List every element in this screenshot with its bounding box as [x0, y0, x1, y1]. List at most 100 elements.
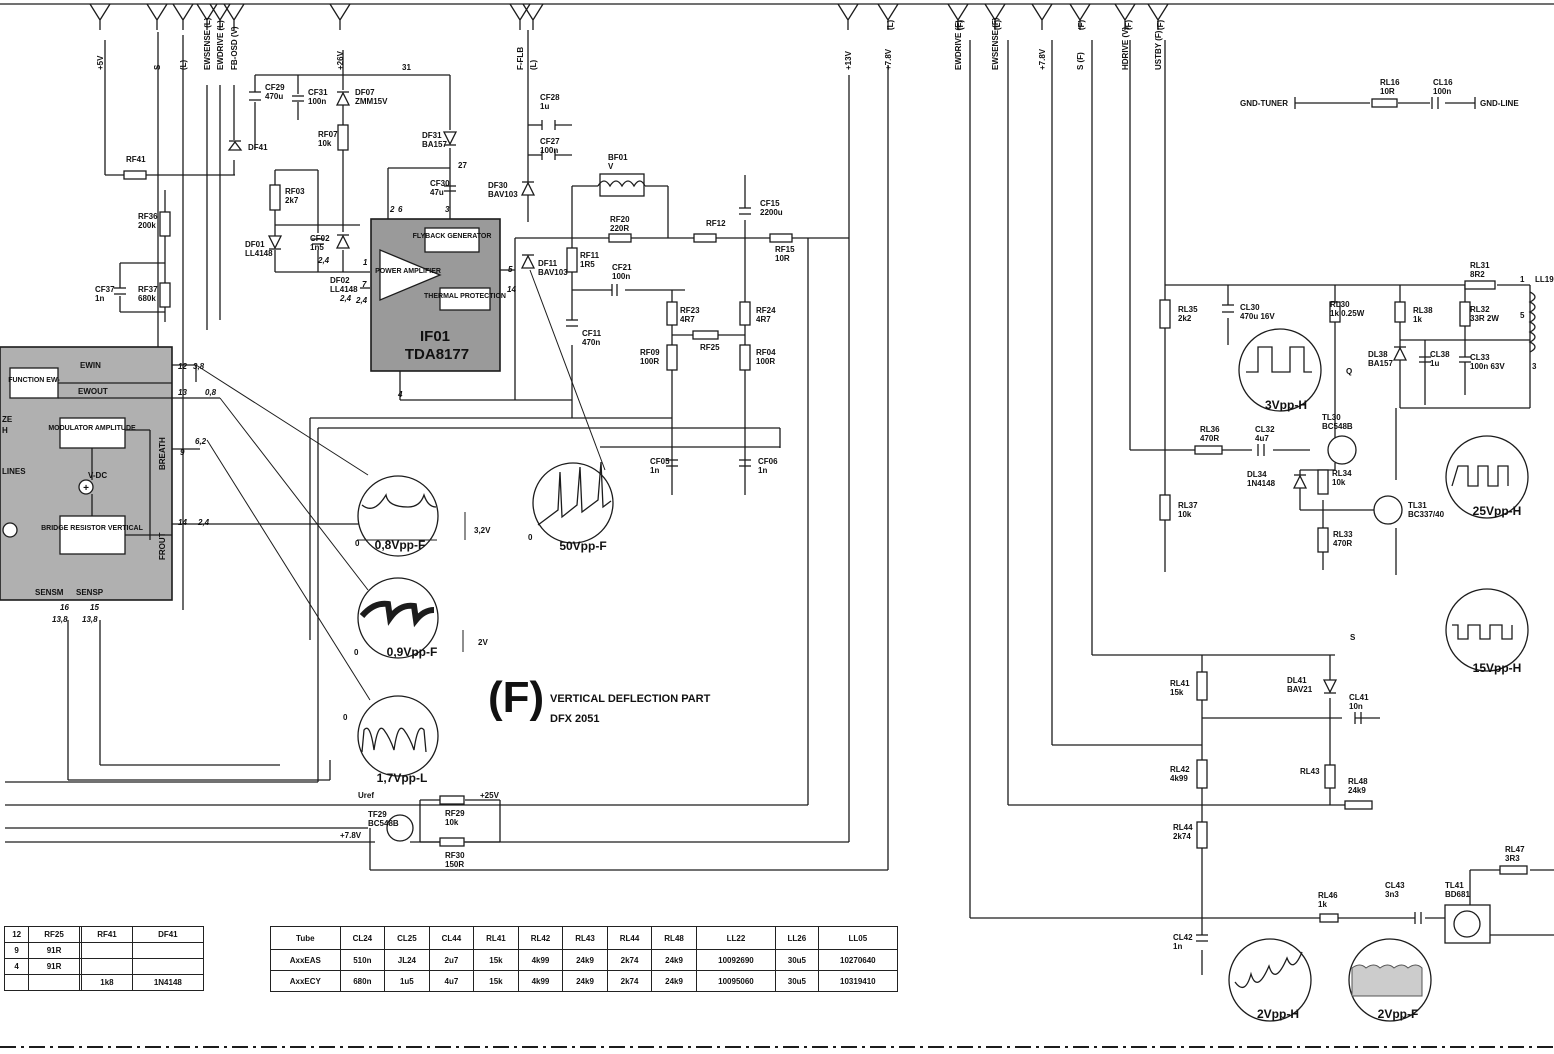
table-cell: 30u5 [775, 970, 819, 992]
component-ref: CF31 [308, 88, 328, 97]
component-ref: TL31 [1408, 501, 1427, 510]
component-ref: LL19 [1535, 275, 1554, 284]
net-label: 27 [458, 161, 467, 170]
table-cell: 4k99 [517, 970, 564, 992]
component-ref: RL30 [1330, 300, 1350, 309]
table-cell: 91R [28, 958, 80, 975]
table-header-cell: Tube [270, 926, 341, 950]
component-value: 100R [756, 357, 775, 366]
connector-tap [837, 3, 859, 30]
component-ref: RF36 [138, 212, 158, 221]
component-ref: DL38 [1368, 350, 1388, 359]
component-value: 1k [1413, 315, 1422, 324]
table-cell: RF25 [28, 926, 80, 943]
connector-label: USTBY (F) [1154, 30, 1163, 70]
component-value: 24k9 [1348, 786, 1366, 795]
connector-label: EWSENSE (F) [991, 17, 1000, 70]
connector-tap [1114, 3, 1136, 30]
component-ref: TL30 [1322, 413, 1341, 422]
connector-label: (F) [1124, 19, 1133, 30]
component-ref: RL42 [1170, 765, 1190, 774]
component-ref: RF15 [775, 245, 795, 254]
component-value: 100n [612, 272, 630, 281]
component-ref: RL41 [1170, 679, 1190, 688]
component-ref: RF12 [706, 219, 726, 228]
table-cell: DF41 [131, 926, 205, 943]
connector-label: S (F) [1076, 52, 1085, 70]
connector-label: EWSENSE (L) [203, 17, 212, 70]
table-cell: 4 [3, 958, 30, 975]
table-cell: RF41 [81, 926, 133, 943]
table-header-cell: CL44 [428, 926, 475, 950]
component-ref: CF29 [265, 83, 285, 92]
component-ref: RL36 [1200, 425, 1220, 434]
waveform-zero: 0 [343, 713, 348, 722]
connector-label: +7.8V [884, 48, 893, 70]
net-label: 2,4 [317, 256, 330, 265]
waveform-label: 0,9Vpp-F [387, 645, 438, 659]
component-ref: CL32 [1255, 425, 1275, 434]
component-value: 10k [318, 139, 332, 148]
table-cell: 1N4148 [131, 974, 205, 991]
component-ref: RF09 [640, 348, 660, 357]
component-value: 1n [758, 466, 767, 475]
component-ref: RF23 [680, 306, 700, 315]
table-header-cell: LL05 [817, 926, 899, 950]
net-label: Q [1346, 367, 1352, 376]
osc-circle [532, 462, 614, 544]
connector-label: +26V [336, 50, 345, 70]
ic-block-thermal: THERMAL PROTECTION [424, 293, 506, 300]
table-header-cell: RL48 [651, 926, 697, 950]
component-ref: CL16 [1433, 78, 1453, 87]
component-ref: CF30 [430, 179, 450, 188]
component-value: V [608, 162, 614, 171]
net-label: +7.8V [340, 831, 362, 840]
component-ref: RF41 [126, 155, 146, 164]
connector-tap [522, 3, 544, 30]
osc-circle [357, 577, 439, 659]
table-cell: 24k9 [562, 949, 608, 971]
connector-tap [1069, 3, 1091, 30]
component-value: 1k 0.25W [1330, 309, 1365, 318]
table-cell: AxxEAS [270, 949, 341, 971]
component-ref: CF06 [758, 457, 778, 466]
ic-block-flyback: FLYBACK GENERATOR [413, 233, 492, 240]
connector-label: (F) [956, 19, 965, 30]
table-cell: 91R [28, 942, 80, 959]
component-ref: CL42 [1173, 933, 1193, 942]
component-value: BD681 [1445, 890, 1470, 899]
component-value: 1n [95, 294, 104, 303]
component-value: 1n [1173, 942, 1182, 951]
component-value: 3R3 [1505, 854, 1520, 863]
ic-pin: 3 [445, 205, 450, 214]
left-wiring [0, 30, 889, 871]
net-label: 31 [402, 63, 411, 72]
component-ref: DL34 [1247, 470, 1267, 479]
ew-function-label: FUNCTION EW- [8, 377, 60, 384]
component-ref: CF11 [582, 329, 602, 338]
waveform-zero: 0 [528, 533, 533, 542]
table-cell: 12 [3, 926, 30, 943]
table-header-cell: RL42 [517, 926, 564, 950]
component-value: BC548B [368, 819, 399, 828]
table-cell: JL24 [384, 949, 430, 971]
connector-tap [1031, 3, 1053, 30]
connector-label: F-FLB [516, 47, 525, 70]
connector-label: +7.8V [1038, 48, 1047, 70]
osc-circle [357, 475, 439, 557]
component-value: 2k2 [1178, 314, 1192, 323]
connector-tap [984, 3, 1006, 30]
component-value: 47u [430, 188, 444, 197]
component-value: 100R [640, 357, 659, 366]
connector-label: FB-OSD (V) [230, 26, 239, 70]
component-value: 10k [1178, 510, 1192, 519]
connector-label: (L) [529, 59, 538, 70]
component-ref: RL48 [1348, 777, 1368, 786]
component-ref: RF20 [610, 215, 630, 224]
component-value: 1n [650, 466, 659, 475]
table-cell: 10095060 [695, 970, 777, 992]
table-cell: 1u5 [384, 970, 430, 992]
